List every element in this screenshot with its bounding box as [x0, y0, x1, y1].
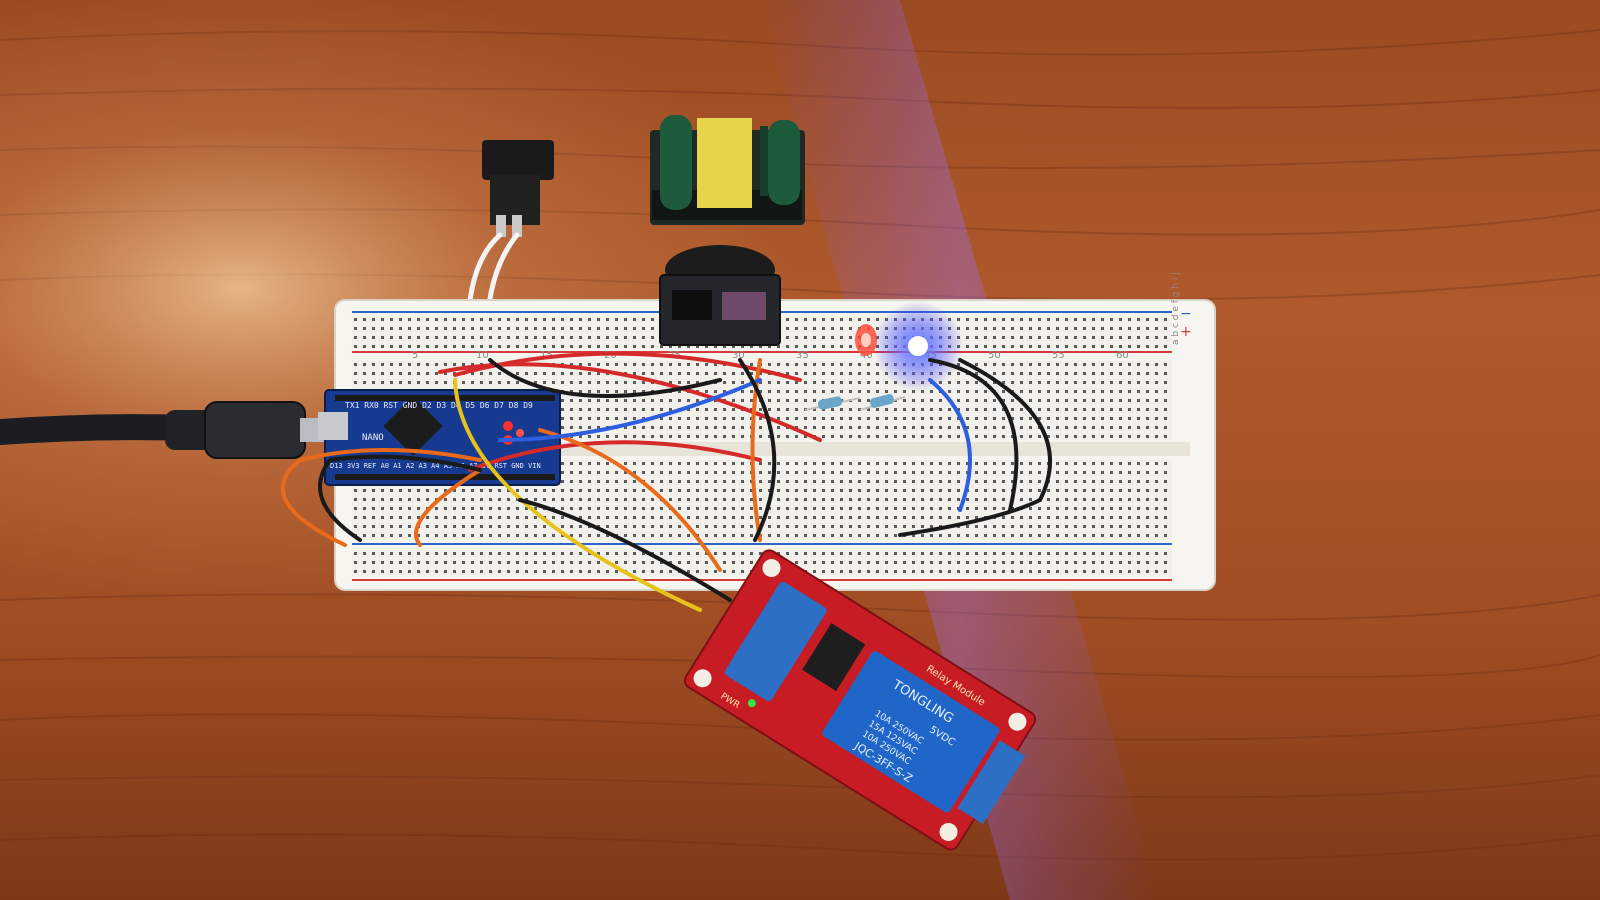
breadboard-column-number: 10	[476, 350, 489, 361]
breadboard-column-number: 30	[732, 350, 745, 361]
jumper-wires	[280, 351, 1052, 612]
arduino-board-name: NANO	[362, 433, 384, 443]
breadboard-plus-sign: +	[1180, 324, 1192, 340]
relay-module-board: Relay Module PWR TONGLING 5VDC 10A 250VA…	[683, 549, 1037, 851]
breadboard-column-number: 50	[988, 350, 1001, 361]
rocker-switch	[482, 140, 554, 237]
breadboard-column-number: 5	[412, 350, 418, 361]
breadboard-column-number: 35	[796, 350, 809, 361]
buzzer-sensor-module	[659, 245, 781, 346]
breadboard-minus-sign: −	[1180, 306, 1192, 322]
breadboard-row-letters: a b c d e f g h i j	[1171, 272, 1181, 345]
ac-dc-power-module	[650, 115, 805, 225]
arduino-top-pin-labels: TX1 RX0 RST GND D2 D3 D4 D5 D6 D7 D8 D9	[345, 401, 533, 410]
usb-cable	[0, 401, 328, 459]
arduino-bottom-pin-labels: D13 3V3 REF A0 A1 A2 A3 A4 A5 A6 A7 5V R…	[330, 462, 541, 470]
breadboard-column-number: 60	[1116, 350, 1129, 361]
blue-led	[873, 301, 963, 391]
red-led	[855, 324, 877, 356]
breadboard-column-number: 55	[1052, 350, 1065, 361]
resistors	[804, 394, 906, 411]
